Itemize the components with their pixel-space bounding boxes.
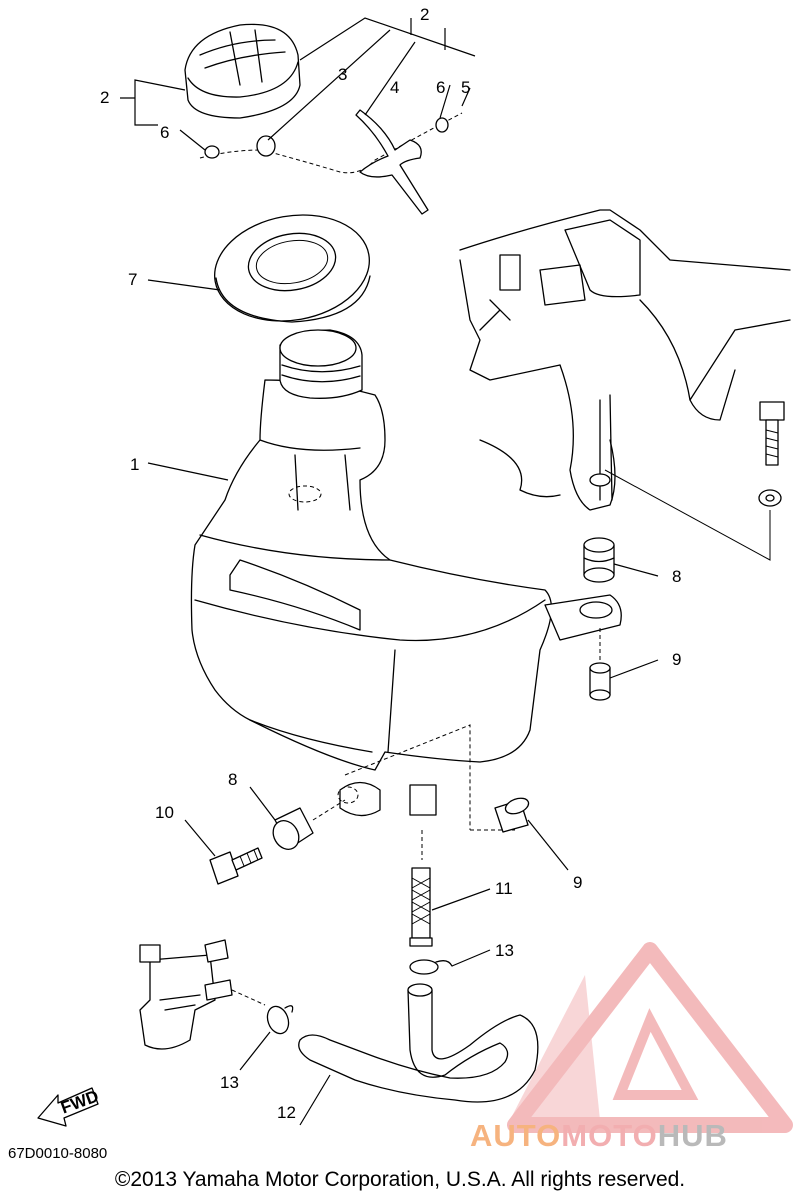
damper-left — [272, 799, 346, 850]
callout-9-center: 9 — [573, 873, 582, 892]
fuel-hose — [298, 983, 539, 1103]
callout-2-top: 2 — [420, 5, 429, 24]
callout-9-right: 9 — [672, 650, 681, 669]
fuel-cap — [184, 23, 301, 119]
callout-4: 4 — [390, 78, 399, 97]
fuel-tank — [190, 329, 622, 831]
fwd-label: FWD — [58, 1086, 101, 1117]
callout-13-left: 13 — [220, 1073, 239, 1092]
filler-gasket — [214, 214, 371, 323]
mount-bolt — [758, 401, 785, 507]
bolt-left — [209, 847, 263, 885]
watermark-text: AUTOMOTOHUB — [470, 1118, 728, 1154]
callout-12: 12 — [277, 1103, 296, 1122]
frame-section — [459, 209, 791, 561]
fwd-arrow-icon: FWD — [37, 1086, 101, 1127]
hose-clip-upper — [409, 959, 453, 975]
cap-chain — [199, 112, 463, 174]
callout-numbers: 1 2 2 3 4 5 6 6 7 8 8 9 9 10 11 12 13 13 — [100, 5, 681, 1122]
callout-13-right: 13 — [495, 941, 514, 960]
callout-7: 7 — [128, 270, 137, 289]
copyright-notice: ©2013 Yamaha Motor Corporation, U.S.A. A… — [114, 1168, 686, 1191]
collar-center — [494, 797, 530, 833]
callout-6-left: 6 — [160, 123, 169, 142]
leader-lines — [120, 17, 659, 1126]
callout-10: 10 — [155, 803, 174, 822]
callout-6-right: 6 — [436, 78, 445, 97]
callout-8-right: 8 — [672, 567, 681, 586]
hose-clip-lower — [266, 1005, 294, 1035]
callout-5: 5 — [461, 78, 470, 97]
fuel-cock — [139, 939, 266, 1050]
callout-8-left: 8 — [228, 770, 237, 789]
watermark-logo — [507, 942, 793, 1133]
callout-3: 3 — [338, 65, 347, 84]
watermark-part-auto: AUTO — [470, 1118, 562, 1153]
callout-2-left: 2 — [100, 88, 109, 107]
collar-right — [589, 628, 611, 701]
callout-1: 1 — [130, 455, 139, 474]
fuel-strainer — [409, 830, 433, 947]
diagram-code: 67D0010-8080 — [8, 1145, 108, 1162]
watermark-part-hub: HUB — [657, 1118, 728, 1153]
callout-11: 11 — [495, 879, 513, 898]
watermark-part-moto: MOTO — [561, 1118, 658, 1153]
damper-right — [583, 537, 615, 583]
strap-tab — [355, 109, 429, 215]
